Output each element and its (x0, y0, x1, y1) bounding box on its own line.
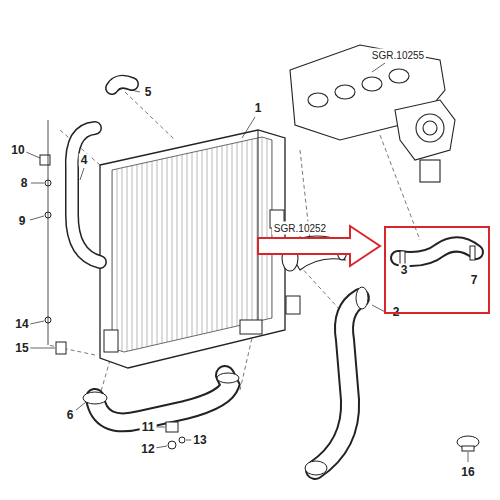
callout-number: 14 (13, 318, 30, 331)
highlight-box: 37 (384, 226, 490, 314)
callout-number: 1 (253, 102, 264, 115)
callout-number: 12 (139, 443, 156, 456)
group-reference: SGR.10255 (370, 49, 426, 62)
callout-number: 6 (65, 409, 76, 422)
callout-number: 8 (19, 177, 30, 190)
callout-number: 10 (9, 144, 26, 157)
callout-number: 16 (459, 466, 476, 479)
callout-number: 5 (143, 86, 154, 99)
callout-number: 4 (79, 154, 90, 167)
manifold (290, 45, 455, 182)
callout-number: 7 (469, 274, 480, 287)
group-reference: SGR.10252 (272, 222, 328, 235)
callout-number: 2 (391, 306, 402, 319)
leader-lines (26, 63, 468, 462)
callout-number: 15 (13, 342, 30, 355)
assembly-lines (48, 92, 420, 395)
hoses (72, 82, 476, 470)
callout-number: 3 (399, 264, 410, 277)
bracket-line (48, 120, 49, 345)
callout-number: 13 (191, 434, 208, 447)
clamps (40, 155, 479, 475)
callout-number: 9 (17, 215, 28, 228)
callout-number: 11 (140, 421, 157, 434)
